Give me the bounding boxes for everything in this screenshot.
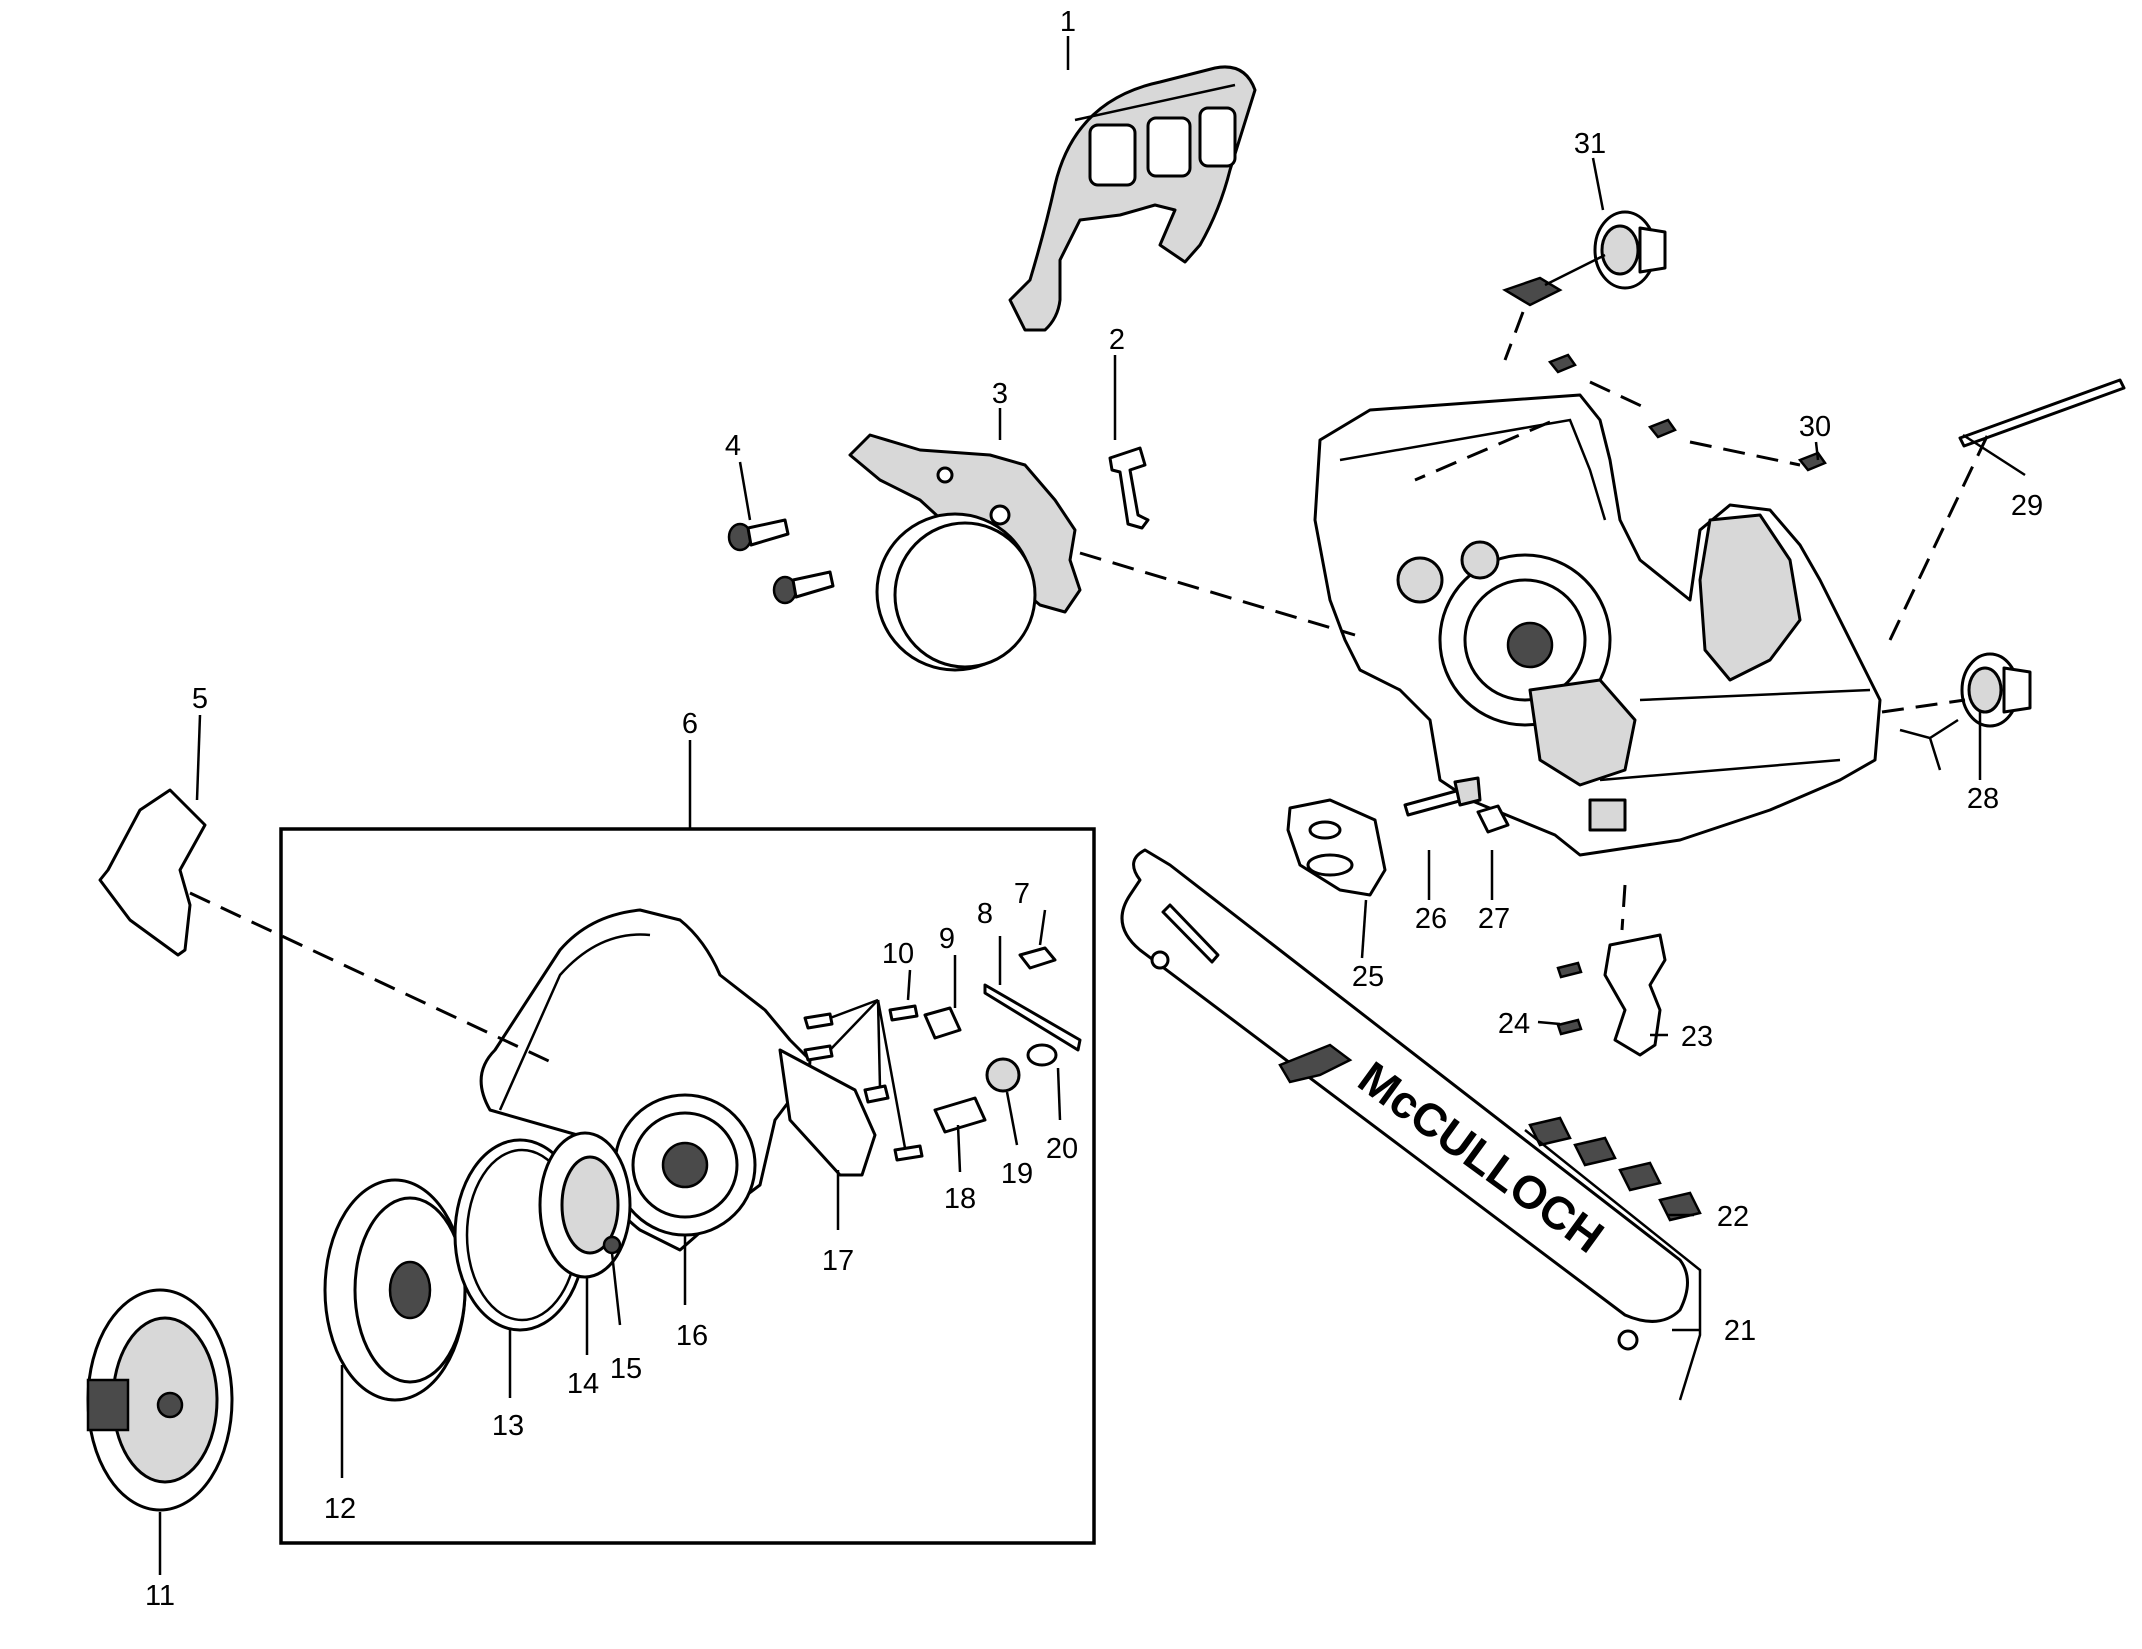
- hand-guard[interactable]: [1008, 65, 1257, 332]
- decal[interactable]: [98, 788, 207, 957]
- callout-23: 23: [1681, 1021, 1713, 1053]
- callout-5: 5: [192, 683, 208, 715]
- callout-labels: 1 2 3 4 5 6 7 8 9 10 11 12 13 14 15 16 1…: [145, 6, 2043, 1612]
- small-hardware[interactable]: [803, 946, 1082, 1162]
- callout-24: 24: [1498, 1008, 1530, 1040]
- callout-16: 16: [676, 1320, 708, 1352]
- callout-12: 12: [324, 1493, 356, 1525]
- leader-lines: [158, 36, 2026, 1575]
- callout-8: 8: [977, 898, 993, 930]
- guide-bar[interactable]: McCULLOCH: [1120, 848, 1689, 1351]
- callout-22: 22: [1717, 1201, 1749, 1233]
- callout-19: 19: [1001, 1158, 1033, 1190]
- callout-27: 27: [1478, 903, 1510, 935]
- sprocket-nut[interactable]: [86, 1288, 234, 1512]
- callout-2: 2: [1109, 324, 1125, 356]
- callout-15: 15: [610, 1353, 642, 1385]
- callout-13: 13: [492, 1410, 524, 1442]
- callout-29: 29: [2011, 490, 2043, 522]
- clutch-drum[interactable]: [538, 1131, 632, 1279]
- callout-3: 3: [992, 378, 1008, 410]
- callout-10: 10: [882, 938, 914, 970]
- callout-18: 18: [944, 1183, 976, 1215]
- fuel-cap[interactable]: [1899, 652, 2032, 771]
- callout-11: 11: [145, 1580, 175, 1612]
- bar-brand-text: McCULLOCH: [1349, 1051, 1613, 1263]
- bolts[interactable]: [727, 518, 835, 605]
- callout-7: 7: [1014, 878, 1030, 910]
- callout-31: 31: [1574, 128, 1606, 160]
- callout-17: 17: [822, 1245, 854, 1277]
- callout-20: 20: [1046, 1133, 1078, 1165]
- rod[interactable]: [1958, 378, 2126, 448]
- chain-catcher[interactable]: [1556, 933, 1667, 1057]
- saw-chain[interactable]: [1524, 1116, 1702, 1401]
- tensioner-pin[interactable]: [1476, 804, 1510, 834]
- brake-band-assembly[interactable]: [848, 433, 1082, 672]
- clip-part[interactable]: [1108, 446, 1150, 530]
- callout-21: 21: [1724, 1315, 1756, 1347]
- crankcase-body[interactable]: [1313, 353, 1882, 857]
- callout-30: 30: [1799, 411, 1831, 443]
- sprocket-rim[interactable]: [323, 1178, 467, 1402]
- callout-14: 14: [567, 1368, 599, 1400]
- bar-stud[interactable]: [1403, 776, 1482, 817]
- oil-cap[interactable]: [1502, 210, 1667, 307]
- callout-4: 4: [725, 430, 741, 462]
- adjuster-plate[interactable]: [778, 1048, 877, 1177]
- callout-6: 6: [682, 708, 698, 740]
- callout-26: 26: [1415, 903, 1447, 935]
- bar-plate[interactable]: [1286, 798, 1387, 897]
- callout-28: 28: [1967, 783, 1999, 815]
- callout-1: 1: [1060, 6, 1076, 38]
- callout-25: 25: [1352, 961, 1384, 993]
- subassembly-frame: [279, 827, 1096, 1545]
- alignment-lines: [189, 311, 1992, 1065]
- callout-9: 9: [939, 923, 955, 955]
